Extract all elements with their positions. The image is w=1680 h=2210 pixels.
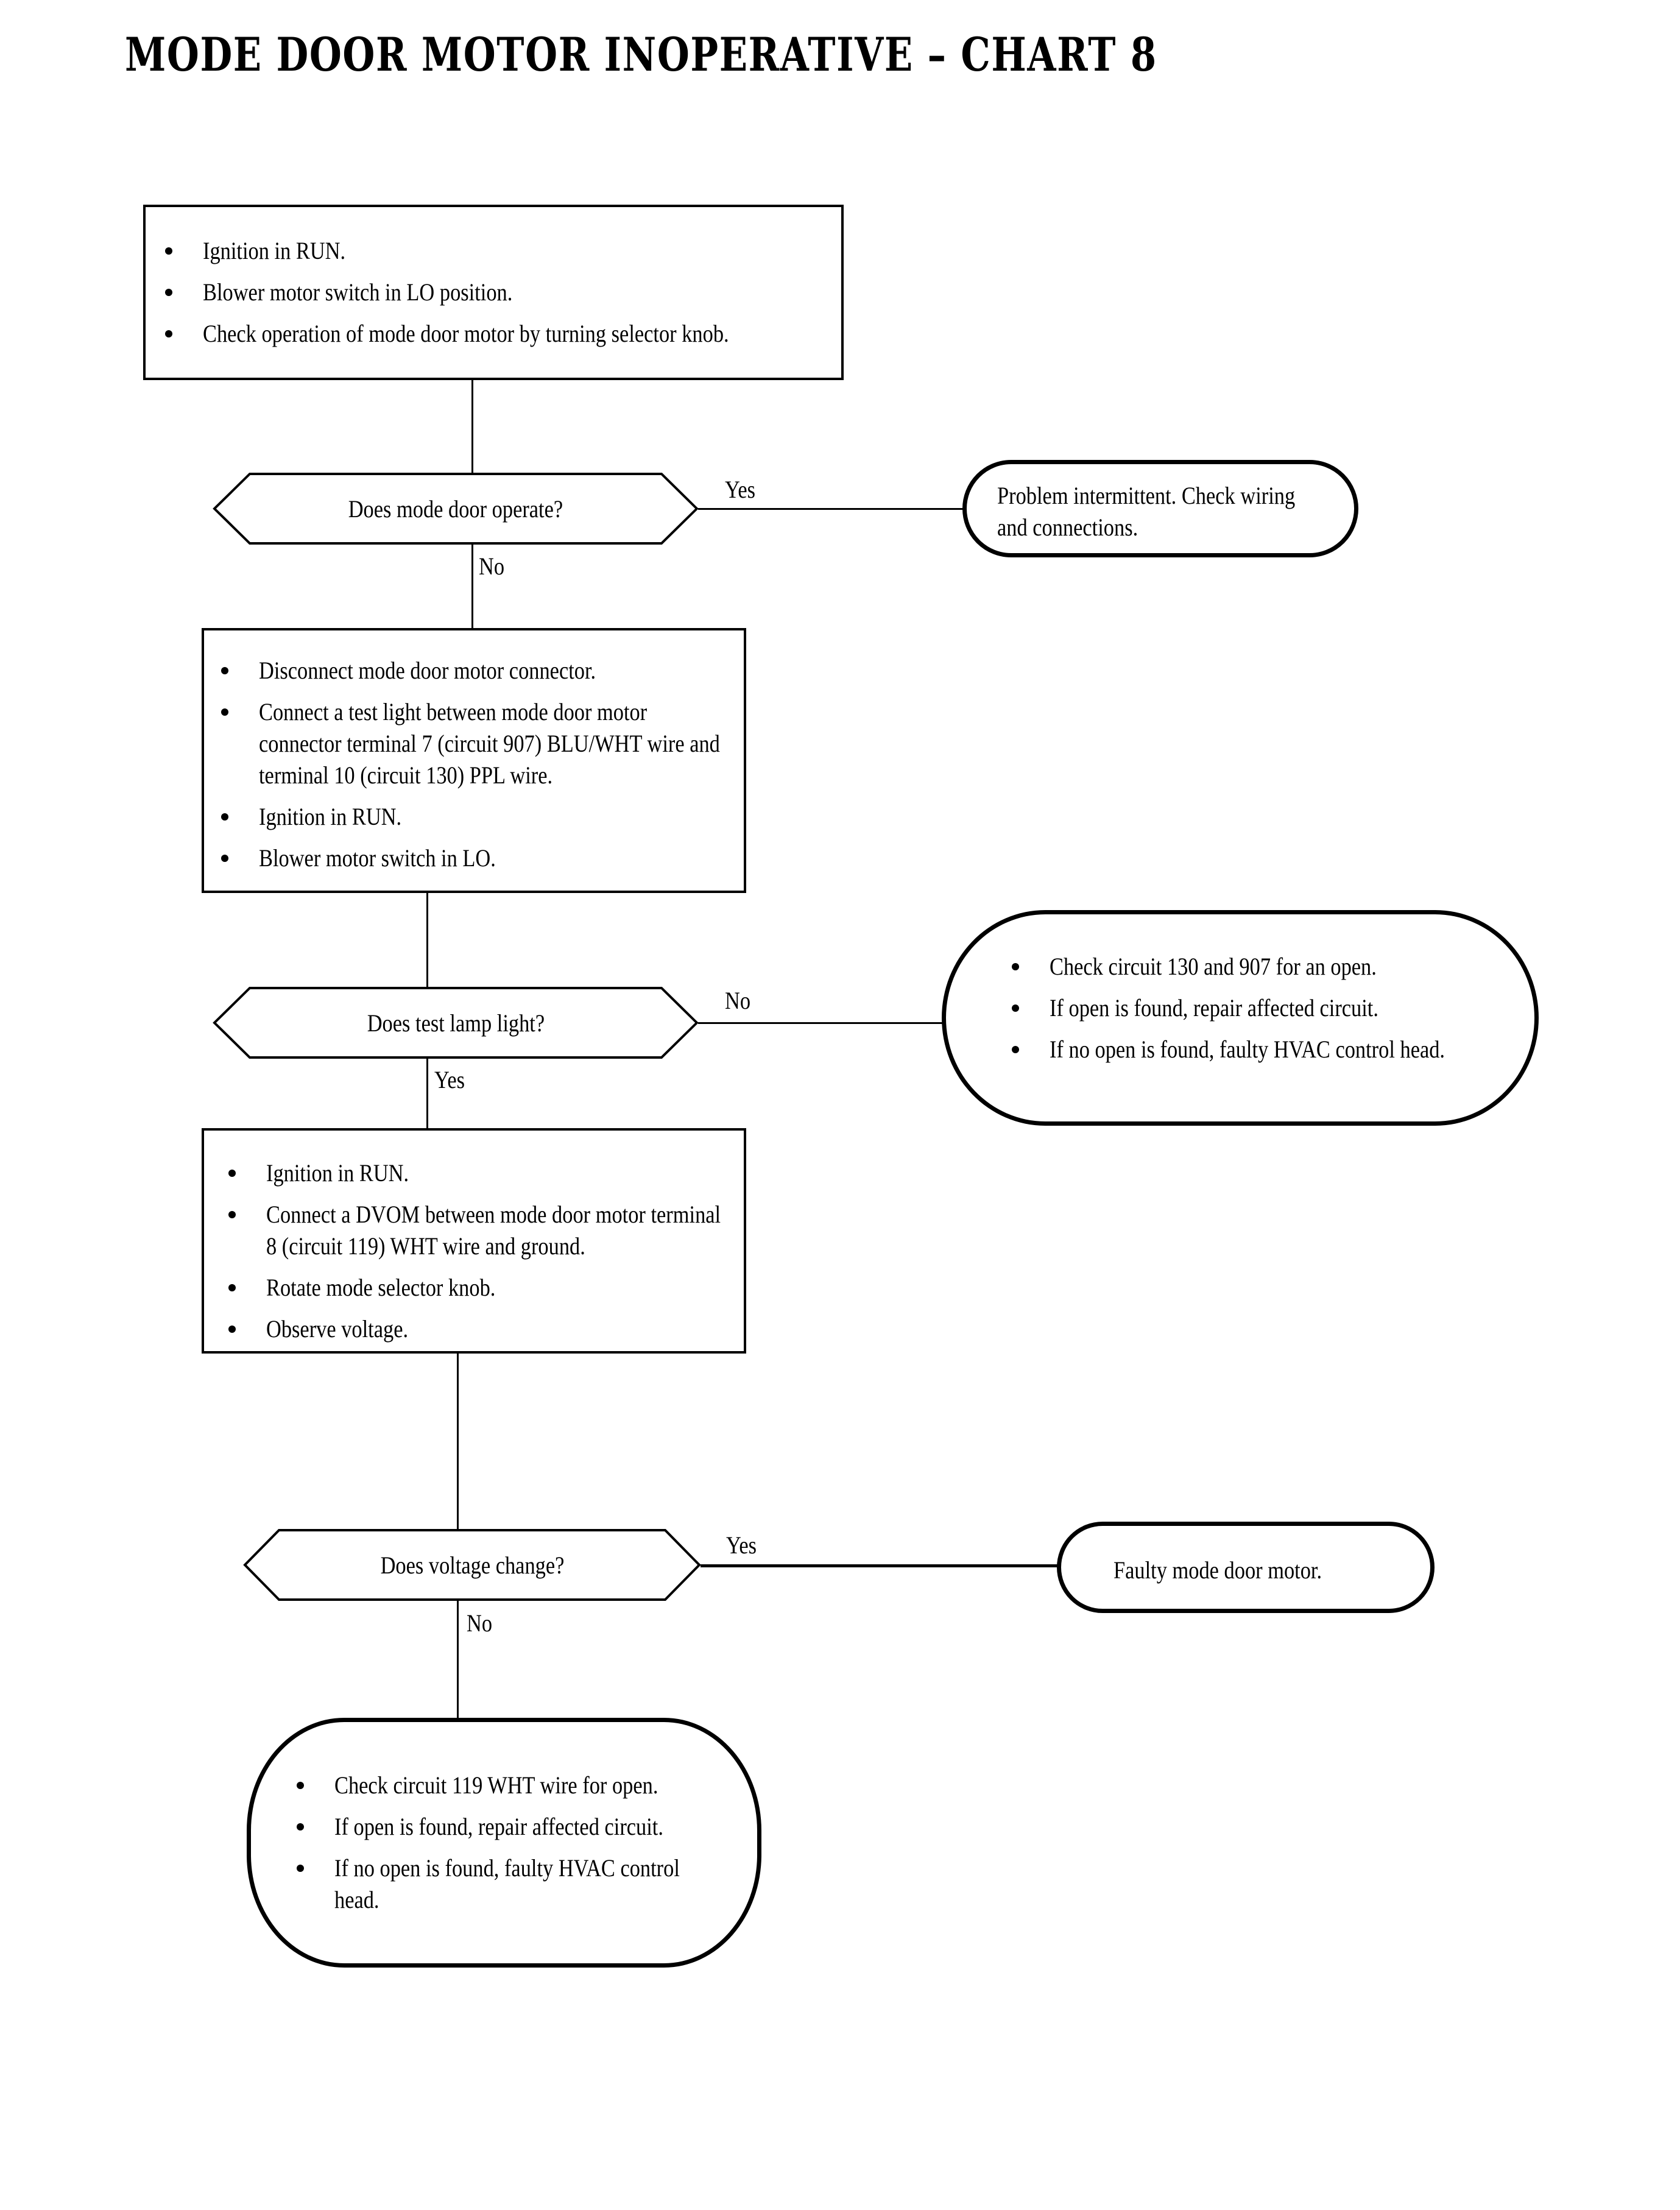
list-item-text: If open is found, repair affected circui… xyxy=(334,1813,663,1840)
bullet-dot-icon xyxy=(228,1326,236,1333)
bullet-dot-icon xyxy=(1012,963,1019,970)
list-item: Blower motor switch in LO position. xyxy=(165,277,817,308)
list-item: Check circuit 130 and 907 for an open. xyxy=(1012,951,1492,983)
edge-label-no-3: No xyxy=(467,1609,493,1637)
list-item-text: Observe voltage. xyxy=(266,1315,409,1343)
decision-label-wrap: Does mode door operate? xyxy=(213,473,698,545)
list-item-text: Check circuit 119 WHT wire for open. xyxy=(334,1771,658,1799)
decision-label: Does test lamp light? xyxy=(367,1009,545,1037)
bullet-dot-icon xyxy=(228,1211,236,1218)
connector-decision2-to-terminal2 xyxy=(698,1022,942,1024)
connector-step3-to-decision3 xyxy=(457,1354,459,1529)
process-box-step2: Disconnect mode door motor connector. Co… xyxy=(202,628,746,893)
bullet-list-terminal2: Check circuit 130 and 907 for an open. I… xyxy=(1012,951,1492,1065)
connector-decision1-to-step2 xyxy=(471,545,473,628)
list-item-text: Check operation of mode door motor by tu… xyxy=(203,320,729,347)
edge-label-yes-1: Yes xyxy=(725,476,756,503)
bullet-dot-icon xyxy=(221,708,228,716)
terminal-text-wrap: Faulty mode door motor. xyxy=(1114,1555,1406,1586)
decision-label: Does mode door operate? xyxy=(348,495,563,523)
list-item: Connect a test light between mode door m… xyxy=(221,696,722,791)
decision-does-mode-door-operate: Does mode door operate? xyxy=(213,473,699,545)
list-item: Disconnect mode door motor connector. xyxy=(221,655,722,687)
list-item-text: Rotate mode selector knob. xyxy=(266,1274,496,1301)
edge-label-yes-3: Yes xyxy=(726,1531,757,1559)
list-item-text: Connect a DVOM between mode door motor t… xyxy=(266,1201,721,1260)
decision-label: Does voltage change? xyxy=(380,1551,564,1579)
bullet-list-terminal4: Check circuit 119 WHT wire for open. If … xyxy=(297,1770,721,1916)
decision-label-wrap: Does test lamp light? xyxy=(213,987,698,1059)
terminal-problem-intermittent: Problem intermittent. Check wiring and c… xyxy=(962,460,1358,557)
list-item-text: Ignition in RUN. xyxy=(266,1159,409,1187)
hexagon-shape-icon xyxy=(213,987,699,1059)
list-item: Blower motor switch in LO. xyxy=(221,842,722,874)
bullet-dot-icon xyxy=(221,667,228,674)
list-item-text: Blower motor switch in LO position. xyxy=(203,278,513,306)
list-item-text: If no open is found, faulty HVAC control… xyxy=(1050,1036,1445,1063)
list-item: Connect a DVOM between mode door motor t… xyxy=(228,1199,722,1262)
bullet-dot-icon xyxy=(221,855,228,862)
bullet-list-step1: Ignition in RUN. Blower motor switch in … xyxy=(165,235,817,350)
bullet-dot-icon xyxy=(165,289,172,296)
list-item-text: Ignition in RUN. xyxy=(259,803,402,830)
bullet-dot-icon xyxy=(228,1170,236,1177)
list-item: Ignition in RUN. xyxy=(228,1157,722,1189)
edge-label-no-1: No xyxy=(479,552,505,580)
list-item-text: Blower motor switch in LO. xyxy=(259,844,496,872)
terminal-check-circuit-119: Check circuit 119 WHT wire for open. If … xyxy=(247,1718,761,1968)
hexagon-shape-icon xyxy=(243,1529,701,1601)
list-item: If open is found, repair affected circui… xyxy=(297,1811,721,1843)
bullet-dot-icon xyxy=(297,1865,304,1872)
connector-decision3-to-terminal3 xyxy=(701,1564,1060,1567)
list-item-text: If no open is found, faulty HVAC control… xyxy=(334,1854,680,1913)
list-item-text: Ignition in RUN. xyxy=(203,237,346,264)
terminal-check-circuits-130-907: Check circuit 130 and 907 for an open. I… xyxy=(942,910,1539,1126)
list-item-text: Check circuit 130 and 907 for an open. xyxy=(1050,953,1377,980)
terminal-text: Problem intermittent. Check wiring and c… xyxy=(997,482,1296,541)
bullet-dot-icon xyxy=(1012,1004,1019,1012)
list-item: If no open is found, faulty HVAC control… xyxy=(1012,1034,1492,1065)
bullet-dot-icon xyxy=(221,813,228,821)
connector-decision1-to-terminal1 xyxy=(698,508,963,510)
bullet-dot-icon xyxy=(165,330,172,337)
terminal-text: Faulty mode door motor. xyxy=(1114,1556,1322,1584)
bullet-dot-icon xyxy=(297,1823,304,1830)
list-item: Check operation of mode door motor by tu… xyxy=(165,318,817,350)
list-item: If no open is found, faulty HVAC control… xyxy=(297,1852,721,1916)
decision-does-test-lamp-light: Does test lamp light? xyxy=(213,987,699,1059)
list-item: Observe voltage. xyxy=(228,1313,722,1345)
bullet-dot-icon xyxy=(165,247,172,255)
decision-does-voltage-change: Does voltage change? xyxy=(243,1529,701,1601)
connector-step2-to-decision2 xyxy=(426,893,428,987)
list-item: Check circuit 119 WHT wire for open. xyxy=(297,1770,721,1801)
bullet-dot-icon xyxy=(297,1782,304,1789)
list-item-text: Connect a test light between mode door m… xyxy=(259,698,720,789)
process-box-step1: Ignition in RUN. Blower motor switch in … xyxy=(143,205,844,380)
connector-decision3-to-terminal4 xyxy=(457,1601,459,1720)
list-item-text: If open is found, repair affected circui… xyxy=(1050,994,1378,1022)
bullet-list-step3: Ignition in RUN. Connect a DVOM between … xyxy=(228,1157,722,1345)
list-item: Rotate mode selector knob. xyxy=(228,1272,722,1304)
list-item: Ignition in RUN. xyxy=(165,235,817,267)
process-box-step3: Ignition in RUN. Connect a DVOM between … xyxy=(202,1128,746,1354)
edge-label-yes-2: Yes xyxy=(434,1066,465,1093)
bullet-dot-icon xyxy=(228,1284,236,1291)
hexagon-shape-icon xyxy=(213,473,699,545)
connector-decision2-to-step3 xyxy=(426,1059,428,1128)
terminal-text-wrap: Problem intermittent. Check wiring and c… xyxy=(997,480,1330,543)
connector-step1-to-decision1 xyxy=(471,380,473,475)
list-item-text: Disconnect mode door motor connector. xyxy=(259,657,596,684)
terminal-faulty-mode-door-motor: Faulty mode door motor. xyxy=(1057,1522,1435,1613)
bullet-list-step2: Disconnect mode door motor connector. Co… xyxy=(221,655,722,874)
page-title: MODE DOOR MOTOR INOPERATIVE – CHART 8 xyxy=(125,27,1157,82)
list-item: If open is found, repair affected circui… xyxy=(1012,992,1492,1024)
list-item: Ignition in RUN. xyxy=(221,801,722,833)
bullet-dot-icon xyxy=(1012,1046,1019,1053)
edge-label-no-2: No xyxy=(725,987,751,1014)
decision-label-wrap: Does voltage change? xyxy=(244,1529,701,1601)
